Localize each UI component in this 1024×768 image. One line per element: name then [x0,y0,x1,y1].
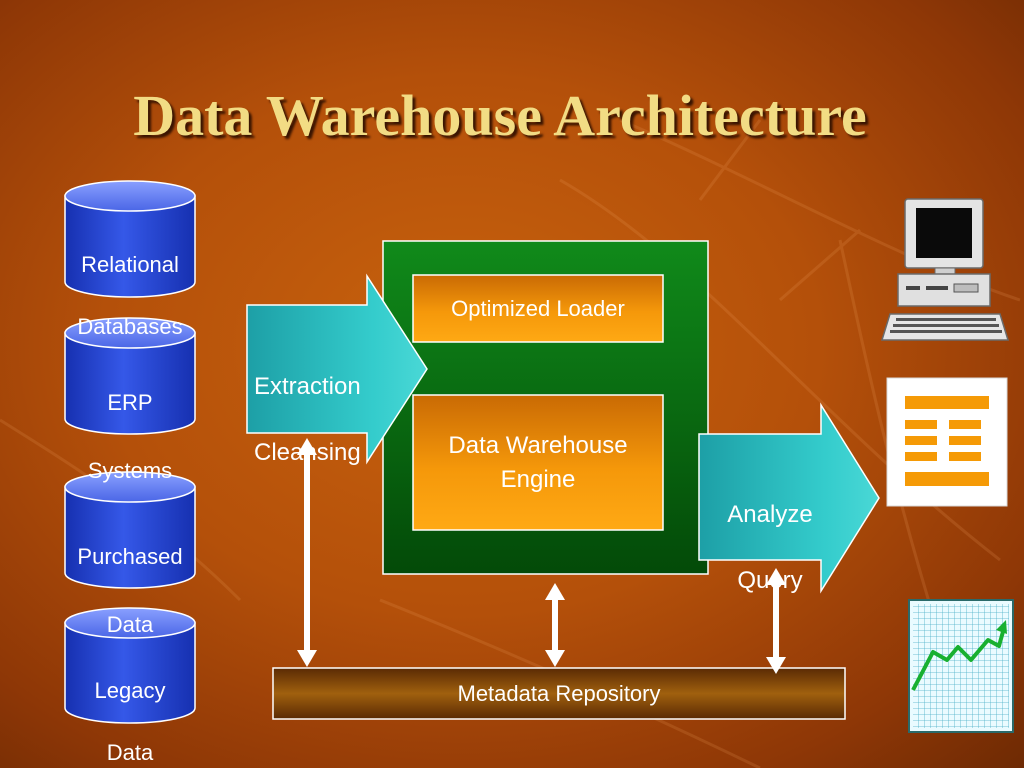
relational-databases-label: Relational Databases [65,218,195,373]
cylinder-relational-databases [64,180,196,298]
optimized-loader-box [412,274,664,343]
cylinder-erp-systems [64,317,196,435]
legacy-data-label: Legacy Data [65,644,195,768]
label-line: Data [106,612,154,637]
label-line: Legacy [94,678,166,703]
label-line: Data [106,740,154,765]
metadata-repository-label: Metadata Repository [457,681,661,706]
label-line: Purchased [77,544,183,569]
label-line: Cleansing [254,439,361,466]
cylinder-legacy-data [64,607,196,724]
purchased-data-label: Purchased Data [62,506,198,676]
label-line: Systems [87,458,173,483]
label-line: Databases [77,314,183,339]
analyze-arrow [698,402,880,594]
slide-title: Data Warehouse Architecture [133,83,867,148]
cylinder-purchased-data [64,471,196,589]
report-document-icon [886,377,1008,507]
optimized-loader-label: Optimized Loader [451,296,625,321]
double-arrow-analyze-metadata [766,568,786,674]
line-chart-icon [908,599,1014,733]
metadata-repository-bar [272,667,846,720]
label-line: Query [737,567,803,594]
analyze-query-label: Analyze Query [706,465,834,630]
warehouse-engine-box [412,394,664,531]
label-line: Data Warehouse [448,431,628,459]
label-line: ERP [107,390,153,415]
warehouse-engine-label: Data Warehouse Engine [413,395,663,530]
extraction-arrow [246,273,428,465]
label-line: Relational [81,252,179,277]
label-line: Engine [500,465,576,493]
extraction-cleansing-label: Extraction Cleansing [254,337,361,502]
double-arrow-extraction-metadata [297,438,317,667]
erp-systems-label: ERP Systems [65,352,195,522]
desktop-computer-icon [880,198,1010,341]
label-line: Extraction [254,373,361,400]
double-arrow-warehouse-metadata [545,583,565,667]
label-line: Analyze [727,501,813,528]
